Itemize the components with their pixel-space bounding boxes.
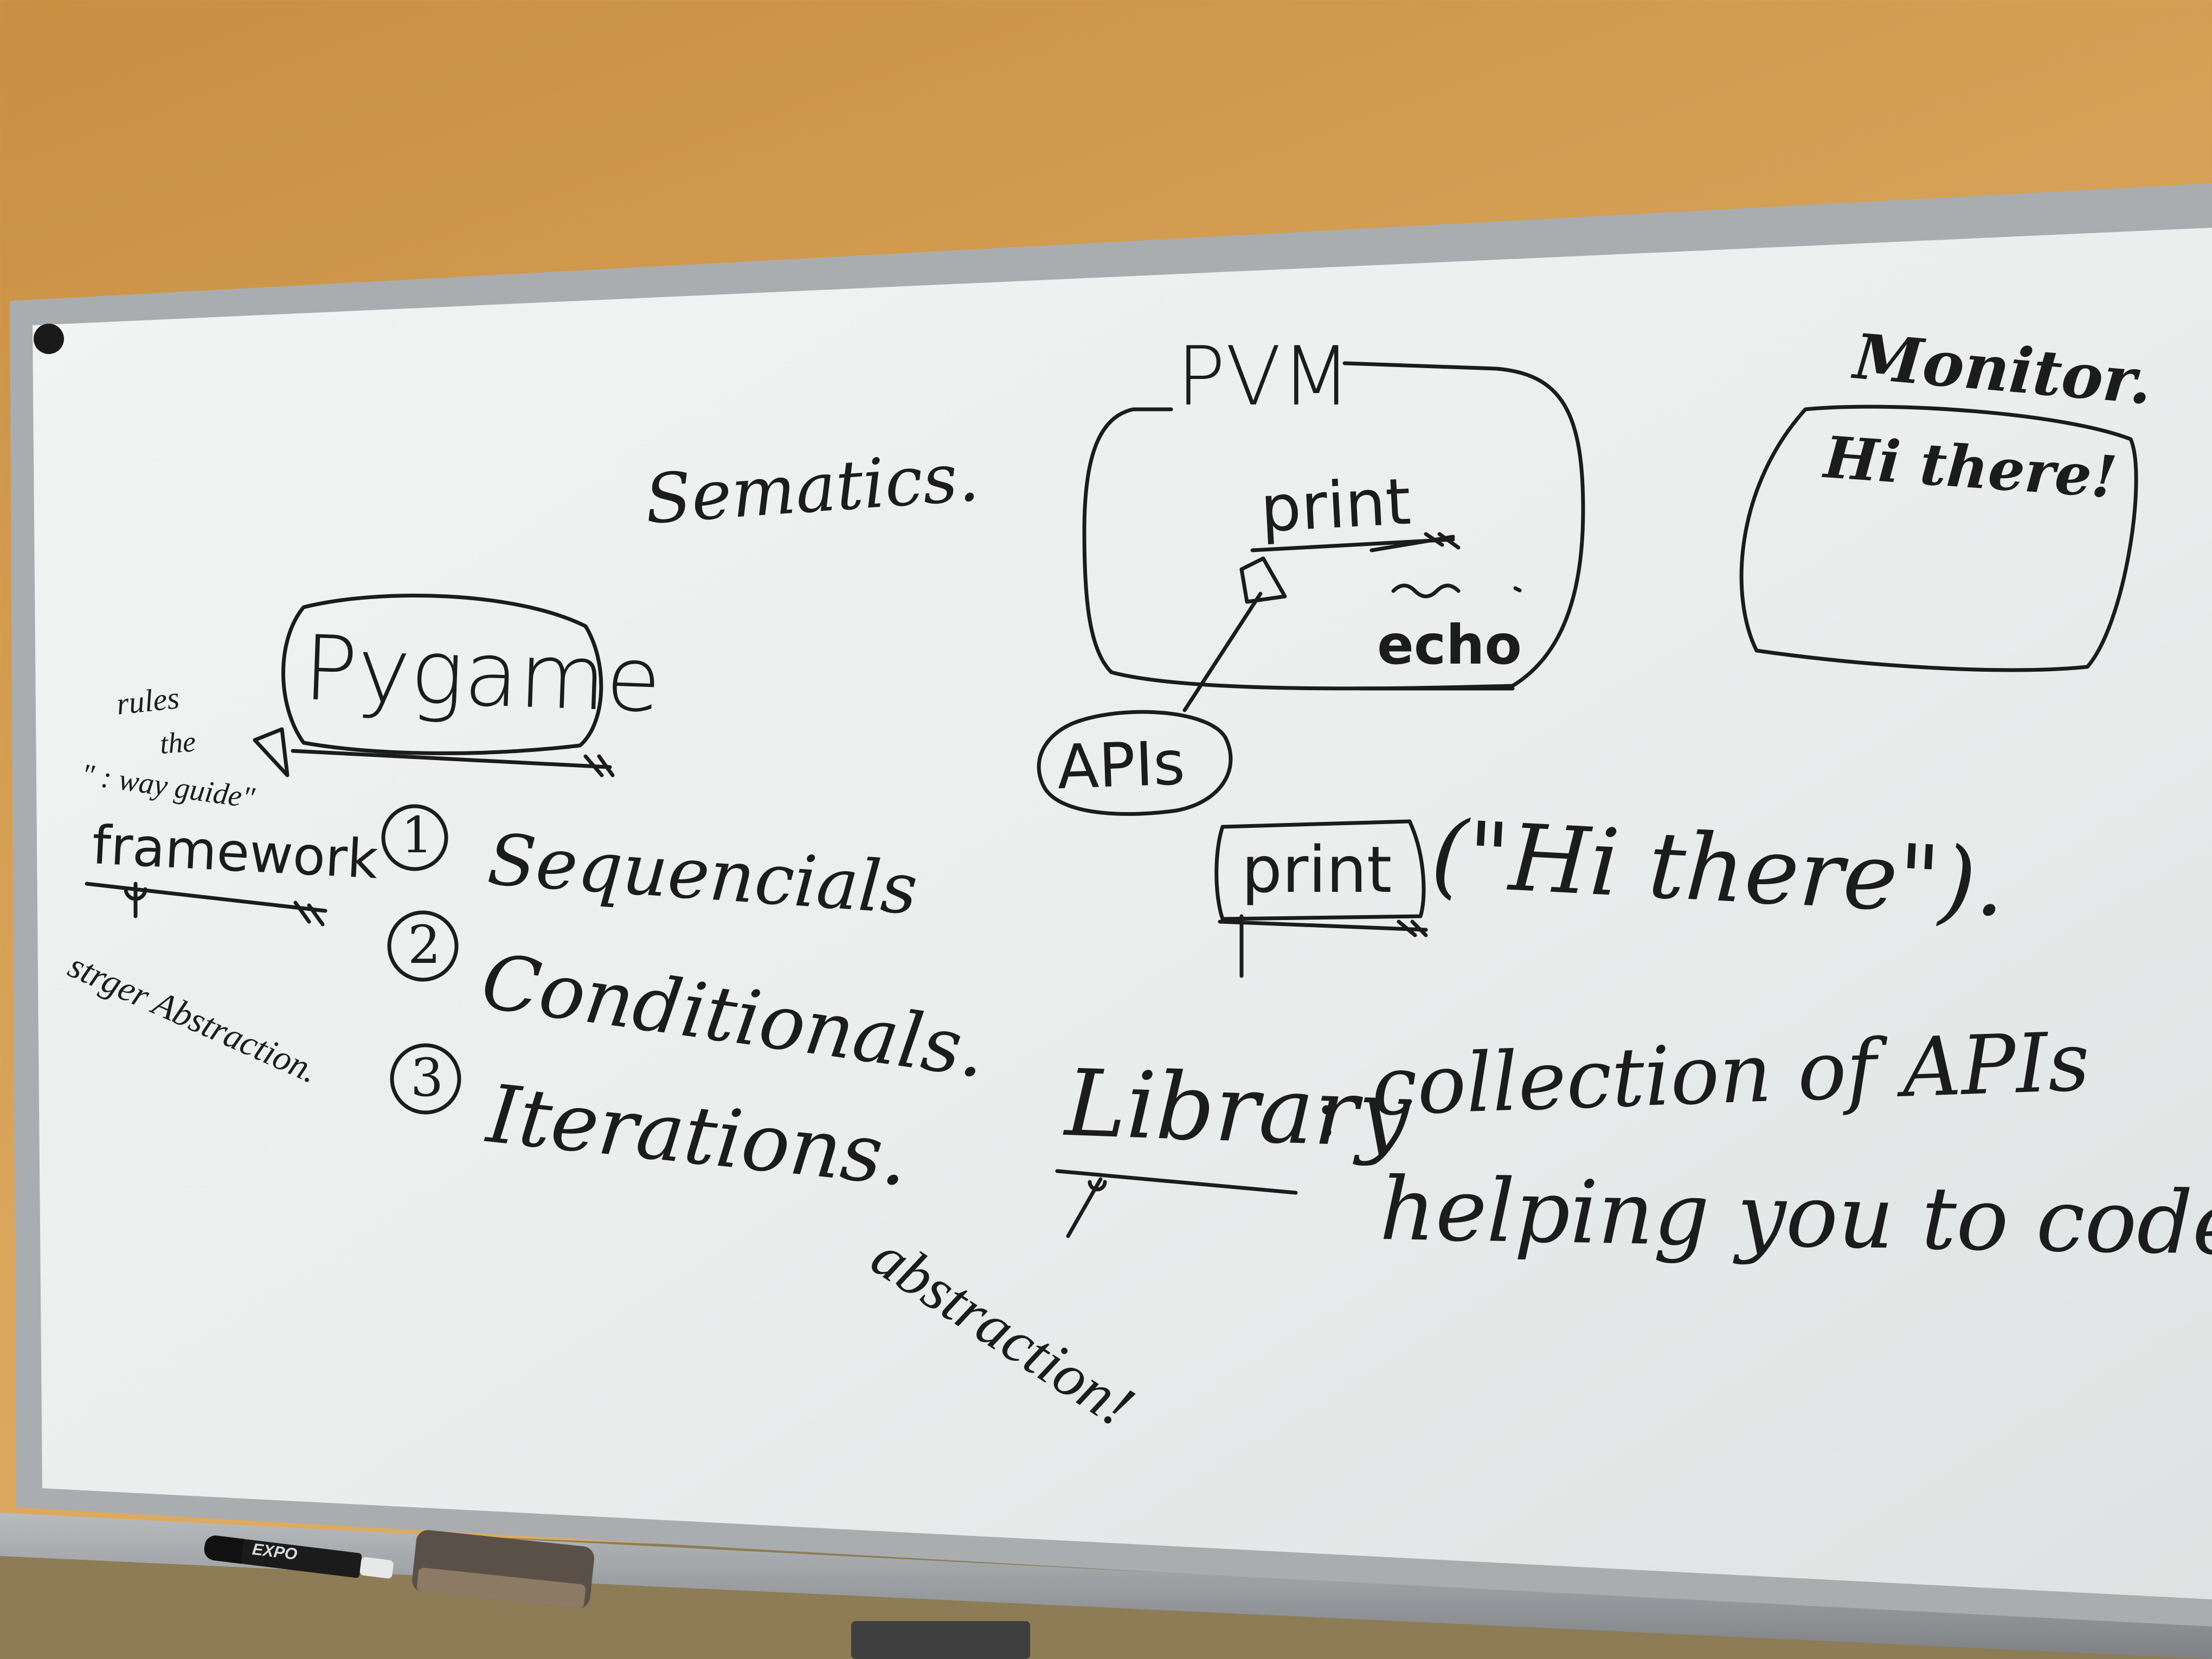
list-number-3: 3 <box>410 1047 444 1108</box>
print-arrow <box>1239 556 1287 604</box>
library-colon: : <box>1315 1070 1339 1153</box>
framework-pointer <box>124 882 147 918</box>
pvm-tilde <box>1391 583 1522 599</box>
library-pointer <box>1066 1177 1107 1238</box>
marker <box>204 1535 394 1579</box>
board-surface <box>33 228 2212 1599</box>
pvm-label: PVM <box>1176 330 1352 424</box>
apis-label: APIs <box>1056 728 1186 803</box>
library-definition-1: collection of APIs <box>1369 1014 2092 1134</box>
monitor-outline <box>1739 404 2138 672</box>
pygame-outline <box>281 594 603 755</box>
eraser <box>412 1530 595 1609</box>
library-underline <box>1055 1169 1298 1195</box>
rules-label-1: rules <box>114 680 181 722</box>
circle-1 <box>381 804 448 871</box>
library-definition-2: helping you to code easy. <box>1379 1158 2212 1279</box>
print-args-label: ("Hi there"). <box>1428 800 2008 938</box>
framework-label: framework <box>91 814 380 891</box>
circle-2 <box>387 910 459 982</box>
echo-label: echo <box>1377 613 1522 677</box>
print-code-label: print <box>1242 832 1392 907</box>
pygame-arrow <box>253 727 290 777</box>
list-number-1: 1 <box>401 806 433 864</box>
frame-corner-cap <box>34 324 64 354</box>
pygame-underline <box>291 749 615 777</box>
library-label: Library <box>1063 1050 1412 1169</box>
api-pointer <box>1182 591 1263 712</box>
apis-outline <box>1037 710 1233 816</box>
pvm-outline <box>1082 361 1585 691</box>
list-number-2: 2 <box>408 915 441 975</box>
print-label-pvm: print <box>1258 464 1413 546</box>
tray-object <box>851 1621 1030 1659</box>
pygame-label: Pygame <box>301 616 663 732</box>
print-box-underline <box>1218 919 1428 937</box>
print-strike <box>1250 532 1461 552</box>
circle-3 <box>390 1043 461 1115</box>
print-box-outline <box>1214 819 1426 921</box>
rules-label-2: the <box>158 725 197 760</box>
